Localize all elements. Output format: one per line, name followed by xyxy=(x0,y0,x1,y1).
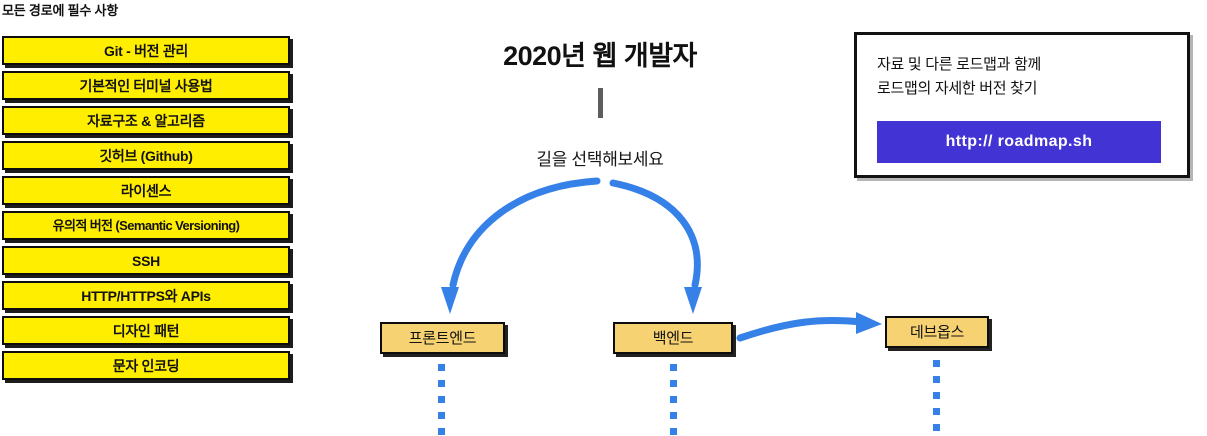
required-item-design-patterns[interactable]: 디자인 패턴 xyxy=(2,316,290,345)
required-item-label: 디자인 패턴 xyxy=(112,322,180,339)
dotted-path-frontend xyxy=(438,364,445,436)
path-dot xyxy=(438,428,445,435)
path-dot xyxy=(670,428,677,435)
path-dot xyxy=(933,360,940,367)
path-dot xyxy=(933,424,940,431)
title-stem-line xyxy=(598,88,603,118)
arrow-to-frontend xyxy=(449,177,601,289)
required-item-data-structures[interactable]: 자료구조 & 알고리즘 xyxy=(2,106,290,135)
required-item-ssh[interactable]: SSH xyxy=(2,246,290,275)
path-dot xyxy=(933,392,940,399)
arrow-backend-to-devops xyxy=(736,316,866,342)
arrow-head-backend xyxy=(684,287,702,314)
choose-path-label: 길을 선택해보세요 xyxy=(536,150,664,169)
path-dot xyxy=(670,380,677,387)
path-dot xyxy=(438,364,445,371)
arrow-head-frontend xyxy=(441,287,459,314)
path-dot xyxy=(670,412,677,419)
required-section-header: 모든 경로에 필수 사항 xyxy=(2,3,119,18)
required-item-label: 유의적 버전 (Semantic Versioning) xyxy=(52,218,240,233)
required-item-character-encoding[interactable]: 문자 인코딩 xyxy=(2,351,290,380)
path-dot xyxy=(438,380,445,387)
required-item-label: 라이센스 xyxy=(120,182,172,199)
path-dot xyxy=(670,364,677,371)
path-dot xyxy=(933,376,940,383)
path-dot xyxy=(933,408,940,415)
path-dot xyxy=(438,412,445,419)
required-item-label: 깃허브 (Github) xyxy=(99,147,193,164)
required-item-semantic-versioning[interactable]: 유의적 버전 (Semantic Versioning) xyxy=(2,211,290,240)
branch-label: 백엔드 xyxy=(652,329,694,347)
arrow-head-devops xyxy=(856,312,882,334)
required-item-label: HTTP/HTTPS와 APIs xyxy=(81,287,211,304)
branch-label: 데브옵스 xyxy=(909,323,964,341)
required-item-label: Git - 버전 관리 xyxy=(104,42,188,59)
branch-box-devops[interactable]: 데브옵스 xyxy=(885,316,989,348)
required-items-list: Git - 버전 관리 기본적인 터미널 사용법 자료구조 & 알고리즘 깃허브… xyxy=(2,36,292,386)
info-panel-line-2: 로드맵의 자세한 버전 찾기 xyxy=(877,80,1038,98)
required-item-licenses[interactable]: 라이센스 xyxy=(2,176,290,205)
info-panel: 자료 및 다른 로드맵과 함께 로드맵의 자세한 버전 찾기 http:// r… xyxy=(854,32,1190,178)
page-title: 2020년 웹 개발자 xyxy=(503,41,697,71)
path-dot xyxy=(438,396,445,403)
path-dot xyxy=(670,396,677,403)
arrow-to-backend xyxy=(609,179,701,289)
required-item-terminal[interactable]: 기본적인 터미널 사용법 xyxy=(2,71,290,100)
dotted-path-devops xyxy=(933,360,940,436)
required-item-label: SSH xyxy=(132,252,160,269)
dotted-path-backend xyxy=(670,364,677,436)
branch-box-frontend[interactable]: 프론트엔드 xyxy=(380,322,505,354)
branch-label: 프론트엔드 xyxy=(408,329,477,347)
branch-box-backend[interactable]: 백엔드 xyxy=(613,322,733,354)
required-item-label: 기본적인 터미널 사용법 xyxy=(79,77,213,94)
roadmap-link-label: http:// roadmap.sh xyxy=(945,133,1093,150)
info-panel-line-1: 자료 및 다른 로드맵과 함께 xyxy=(877,56,1041,73)
required-item-label: 자료구조 & 알고리즘 xyxy=(87,112,205,129)
required-item-http-apis[interactable]: HTTP/HTTPS와 APIs xyxy=(2,281,290,310)
required-item-github[interactable]: 깃허브 (Github) xyxy=(2,141,290,170)
required-item-label: 문자 인코딩 xyxy=(112,357,180,374)
required-item-git[interactable]: Git - 버전 관리 xyxy=(2,36,290,65)
roadmap-link-button[interactable]: http:// roadmap.sh xyxy=(877,121,1161,163)
